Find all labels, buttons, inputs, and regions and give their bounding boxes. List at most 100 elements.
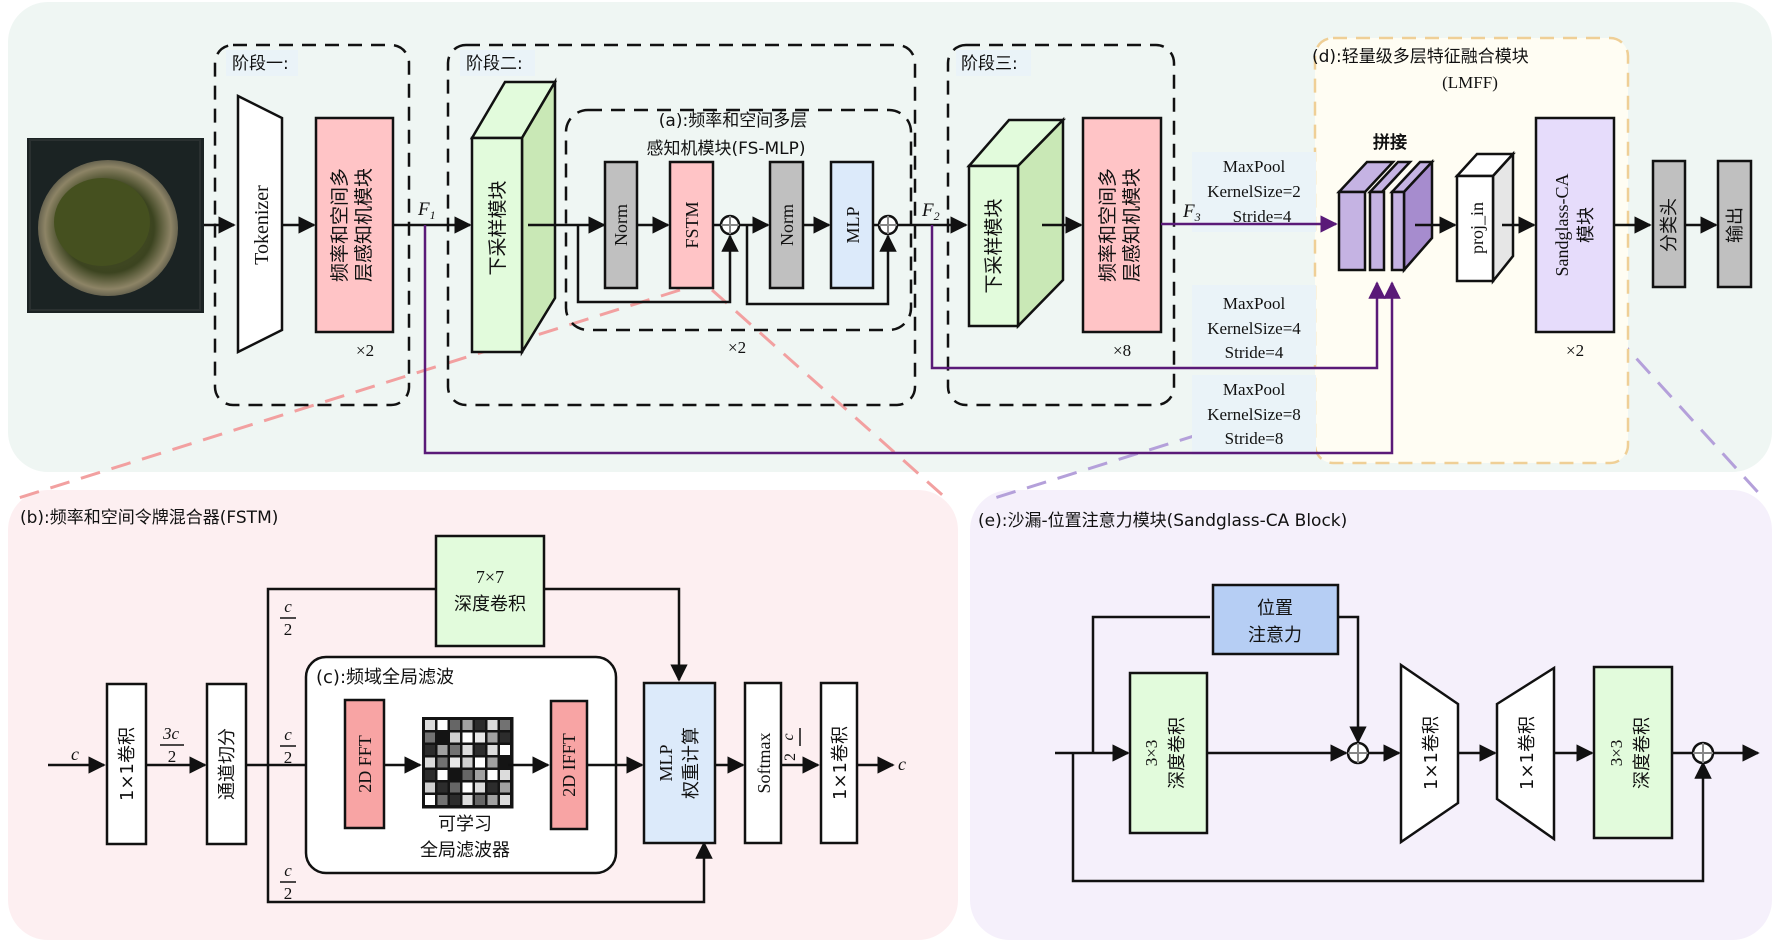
filter-cell [500,795,510,805]
filter-cell [475,745,485,755]
frac-c-bot-den: 2 [284,884,293,903]
filter-cell [450,732,460,743]
learnable-filter-grid [422,717,514,809]
filter-cell [462,782,473,793]
filter-cell [450,745,460,755]
mlp-label: MLP [843,206,863,243]
fstm-panel-title: (b):频率和空间令牌混合器(FSTM) [20,508,278,528]
dwconv7-line1: 7×7 [476,567,504,587]
pool-label-3: MaxPool KernelSize=8 Stride=8 [1207,380,1301,448]
fsmlp-title-line1: (a):频率和空间多层 [659,111,807,131]
sg-add-op-2 [1691,741,1715,765]
stage3-block-line2: 层感知机模块 [1121,168,1143,282]
filter-cell [475,795,485,805]
filter-cell [475,770,485,780]
filter-cell [437,757,448,768]
softmax-block [743,681,783,845]
filter-cell [437,782,448,793]
mlp-weight-line2: 权重计算 [681,727,702,799]
frac-c-top: c 2 [280,597,296,639]
stage2-title: 阶段二: [466,54,523,74]
filter-cell [425,720,435,730]
mlp-weight-line1: MLP [656,744,676,781]
ifft-label: 2D IFFT [559,733,579,797]
position-attention-line1: 位置 [1257,598,1293,619]
filter-cell [487,757,498,768]
stage3-downsample-label: 下采样模块 [983,198,1005,293]
frac-c-top-num: c [284,597,292,616]
fstm-block [668,160,715,290]
frac-c-top-den: 2 [284,620,293,639]
norm2-block [768,160,805,290]
filter-cell [425,795,435,805]
position-attention-block [1211,583,1340,656]
f2-label: F2 [921,200,940,223]
tokenizer-block [236,93,284,355]
filter-cell [462,757,473,768]
filter-cell [462,770,473,780]
fstm-label: FSTM [682,201,702,248]
stage3-title: 阶段三: [961,54,1018,74]
sandglass-label-line1: Sandglass-CA [1552,174,1572,277]
pool1-line2: KernelSize=2 [1207,182,1301,201]
filter-label-line2: 全局滤波器 [420,840,510,861]
filter-cell [425,745,435,755]
pointwise-conv-2-label: 1×1卷积 [1517,716,1538,790]
filter-cell [462,720,473,730]
output-label: 输出 [1725,207,1746,243]
stage3-repeat: ×8 [1113,341,1131,360]
stage1-title: 阶段一: [232,54,289,74]
norm1-label: Norm [611,204,631,246]
fsmlp-title-line2: 感知机模块(FS-MLP) [646,139,805,159]
frac-c-mid-num: c [284,725,292,744]
stage3-downsample-block [966,116,1066,330]
filter-cell [437,745,448,755]
lmff-title: (d):轻量级多层特征融合模块 [1312,47,1529,67]
filter-cell [450,757,460,768]
stage3-block-line1: 频率和空间多 [1097,168,1119,282]
filter-cell [437,770,448,780]
pool2-line3: Stride=4 [1225,343,1284,362]
mlp-block [829,160,875,290]
filter-cell [487,770,498,780]
dwconv7-line2: 深度卷积 [454,594,526,615]
stage1-block-line1: 频率和空间多 [329,168,351,282]
filter-cell [500,757,510,768]
fstm-output-label: c [898,754,906,774]
f3-label: F3 [1182,201,1201,224]
filter-cell [500,732,510,743]
frac-c-bot-num: c [284,861,292,880]
concat-label: 拼接 [1373,132,1407,153]
pool2-line1: MaxPool [1223,294,1286,313]
dwconv3-1-line2: 深度卷积 [1167,717,1188,789]
pool3-line3: Stride=8 [1225,429,1284,448]
filter-cell [500,720,510,730]
frac-c-out-den: 2 [782,753,799,761]
position-attention-line2: 注意力 [1248,625,1302,646]
fstm-conv2-block [819,681,859,845]
frac-c-out: c 2 [780,728,801,761]
stage1-repeat: ×2 [356,341,374,360]
filter-cell [450,720,460,730]
filter-cell [487,782,498,793]
pool3-line2: KernelSize=8 [1207,405,1301,424]
filter-cell [425,782,435,793]
fft-block [343,698,386,830]
pool1-line3: Stride=4 [1233,207,1292,226]
filter-cell [462,795,473,805]
sandglass-panel-title: (e):沙漏-位置注意力模块(Sandglass-CA Block) [978,511,1347,531]
pointwise-conv-1-block [1399,662,1460,845]
fstm-conv2-label: 1×1卷积 [830,726,851,800]
filter-cell [462,745,473,755]
filter-cell [425,757,435,768]
filter-cell [437,795,448,805]
pool1-line1: MaxPool [1223,157,1286,176]
filter-cell [475,720,485,730]
pool3-line1: MaxPool [1223,380,1286,399]
dwconv7-block [434,534,546,648]
f1-label: F1 [417,199,436,222]
output-block [1716,159,1753,289]
filter-cell [500,782,510,793]
filter-cell [487,745,498,755]
